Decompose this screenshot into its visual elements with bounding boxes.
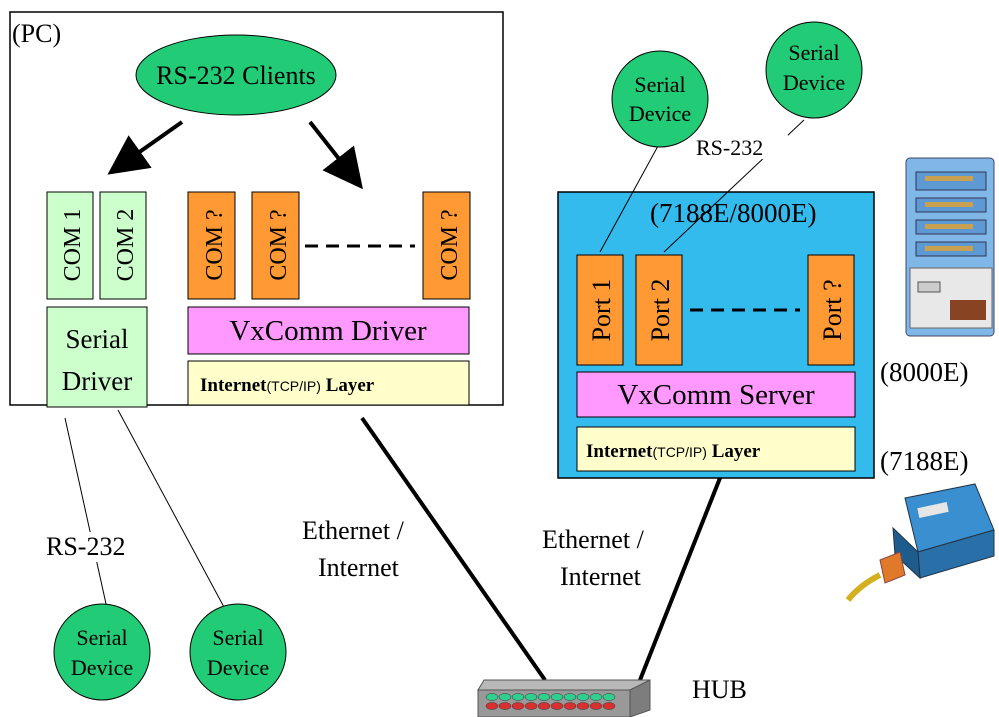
rs232-clients-ellipse [135, 34, 337, 116]
pc-serial-device-1-line1: Serial [76, 625, 127, 650]
server-internet-layer-label: Internet(TCP/IP) Layer [586, 441, 761, 462]
hub-led [485, 702, 499, 710]
product-8000e-image [905, 157, 995, 337]
hub-led [576, 702, 590, 710]
port-2-box [635, 254, 683, 366]
pc-wire-2 [117, 409, 233, 623]
hub-led [550, 702, 564, 710]
hub-led [485, 693, 499, 701]
vcom-box-2 [251, 191, 300, 300]
server-internet-bold: Internet [586, 441, 653, 462]
vcom-label-3: COM ? [437, 209, 463, 280]
arrow-to-vcom [308, 120, 363, 190]
server-ethernet-link [638, 477, 722, 681]
pc-rs232-label: RS-232 [46, 532, 125, 561]
server-wire-1 [599, 145, 659, 253]
server-rs232-bg [694, 135, 788, 159]
serial-driver-box [46, 306, 148, 408]
hub-led [498, 693, 512, 701]
pc-serial-device-2-line2: Device [207, 655, 269, 680]
pc-internet-tail: Layer [321, 375, 375, 396]
product-7188e-label: (7188E) [880, 446, 968, 476]
server-serial-device-1-line1: Serial [634, 72, 685, 97]
server-internet-tail: Layer [707, 441, 761, 462]
pc-internet-layer-box [187, 360, 470, 406]
hub-led [576, 693, 590, 701]
pc-ethernet-link [360, 416, 547, 682]
hub-led [602, 693, 616, 701]
com2-box [99, 191, 147, 300]
server-serial-device-2-line1: Serial [788, 40, 839, 65]
arrow-to-com [107, 120, 184, 175]
port-1-box [576, 254, 624, 366]
serial-driver-line1: Serial [66, 324, 129, 354]
hub-icon [477, 679, 651, 717]
com1-box [46, 191, 94, 300]
vcom-label-2: COM ? [266, 209, 292, 280]
server-rs232-label: RS-232 [696, 135, 763, 160]
pc-internet-bold: Internet [200, 375, 267, 396]
vxcomm-server-label: VxComm Server [617, 379, 815, 411]
port-n-label: Port ? [818, 279, 847, 340]
hub-label: HUB [692, 675, 747, 704]
hub-led [563, 702, 577, 710]
right-link-line1: Ethernet / [542, 525, 645, 554]
pc-rs232-bg [44, 532, 156, 562]
server-serial-device-1 [611, 50, 709, 148]
left-link-line1: Ethernet / [302, 516, 405, 545]
serial-driver-line2: Driver [62, 366, 132, 396]
hub-led [498, 702, 512, 710]
server-serial-device-1-line2: Device [629, 101, 691, 126]
pc-internet-layer-label: Internet(TCP/IP) Layer [200, 375, 375, 396]
vxcomm-driver-label: VxComm Driver [229, 315, 427, 347]
hub-led [511, 693, 525, 701]
hub-led [589, 693, 603, 701]
right-link-line2: Internet [560, 562, 642, 591]
com1-label: COM 1 [60, 209, 86, 282]
pc-wire-1 [64, 417, 111, 623]
hub-led [511, 702, 525, 710]
port-2-label: Port 2 [646, 279, 675, 342]
server-serial-device-2-line2: Device [783, 70, 845, 95]
pc-internet-small: (TCP/IP) [266, 378, 320, 394]
server-internet-small: (TCP/IP) [652, 444, 706, 460]
pc-serial-device-2-line1: Serial [212, 625, 263, 650]
com2-label: COM 2 [113, 209, 139, 282]
pc-serial-device-1 [53, 603, 151, 701]
vcom-label-1: COM ? [202, 209, 228, 280]
hub-led [537, 702, 551, 710]
port-n-box [807, 254, 855, 366]
server-label: (7188E/8000E) [650, 198, 816, 228]
product-8000e-label: (8000E) [880, 357, 968, 387]
hub-led [550, 693, 564, 701]
hub-led [524, 702, 538, 710]
hub-led [563, 693, 577, 701]
vxcomm-server-box [576, 371, 856, 418]
pc-serial-device-1-line2: Device [71, 655, 133, 680]
product-7188e-image [845, 483, 995, 602]
hub-led [589, 702, 603, 710]
rs232-clients-label: RS-232 Clients [156, 61, 316, 90]
vcom-box-3 [422, 191, 471, 300]
vxcomm-driver-box [187, 306, 470, 355]
server-internet-layer-box [576, 426, 856, 472]
pc-serial-device-2 [189, 603, 287, 701]
pc-label: (PC) [12, 19, 61, 48]
hub-led [524, 693, 538, 701]
hub-led [537, 693, 551, 701]
hub-led [602, 702, 616, 710]
hub-leds [485, 693, 616, 710]
vcom-box-1 [187, 191, 236, 300]
port-1-label: Port 1 [587, 279, 616, 342]
server-serial-device-2 [765, 21, 863, 119]
left-link-line2: Internet [318, 553, 400, 582]
